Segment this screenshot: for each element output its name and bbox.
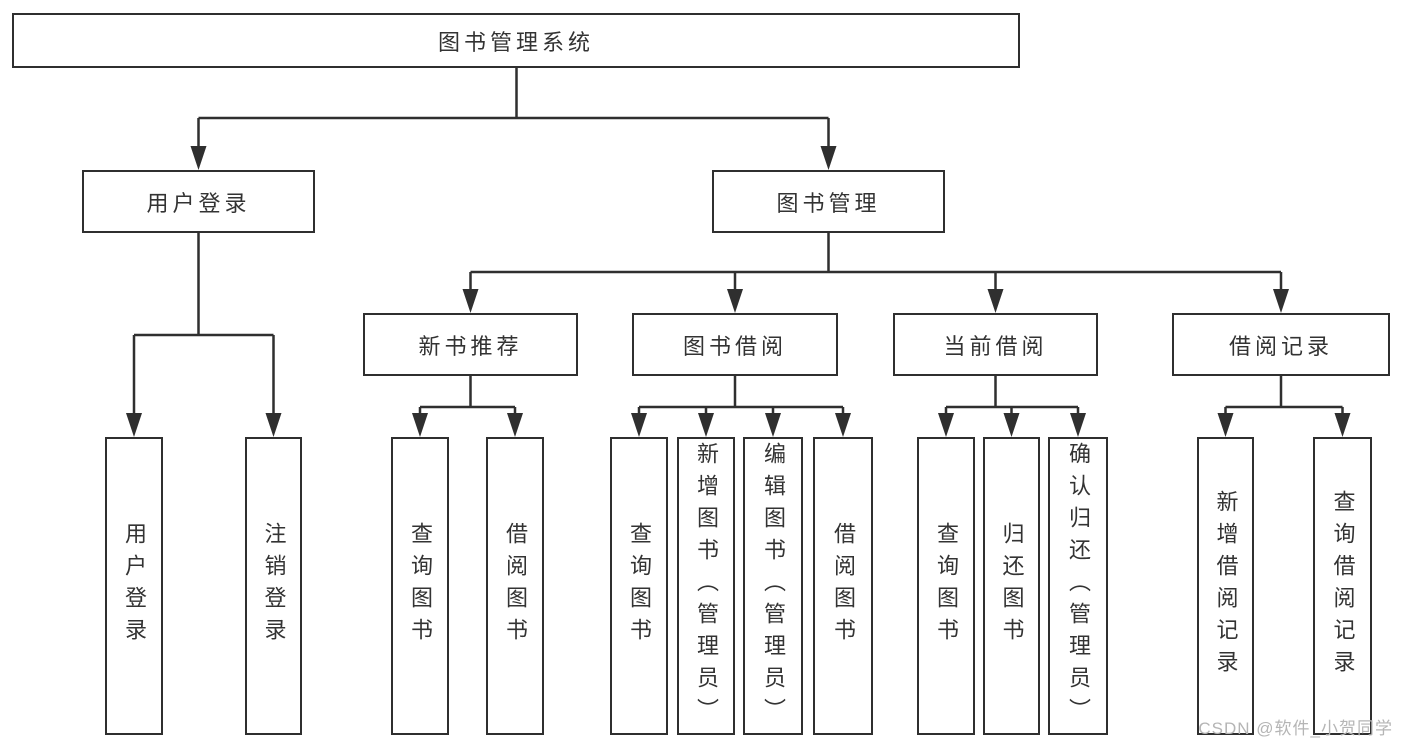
node-leaf-query-books-3: 查询图书: [917, 437, 975, 735]
node-new-book-recommend: 新书推荐: [363, 313, 578, 376]
node-book-management: 图书管理: [712, 170, 945, 233]
node-label: 借阅图书: [831, 522, 856, 650]
node-label: 借阅记录: [1228, 333, 1333, 359]
node-leaf-borrow-books-1: 借阅图书: [486, 437, 544, 735]
node-leaf-query-books-1: 查询图书: [391, 437, 449, 735]
node-book-management-system: 图书管理系统: [12, 13, 1020, 68]
node-label: 图书借阅: [682, 333, 787, 359]
node-label: 查询图书: [934, 522, 959, 650]
node-label: 图书管理系统: [437, 29, 594, 55]
node-current-borrowing: 当前借阅: [893, 313, 1098, 376]
node-label: 注销登录: [261, 522, 287, 650]
watermark: CSDN @软件_小贺同学: [1198, 719, 1393, 738]
node-book-borrowing: 图书借阅: [632, 313, 838, 376]
node-user-login: 用户登录: [82, 170, 315, 233]
arrowhead-icons: [126, 146, 1351, 437]
node-leaf-user-login: 用户登录: [105, 437, 163, 735]
node-leaf-query-borrow-record: 查询借阅记录: [1313, 437, 1372, 735]
node-label: 查询图书: [408, 522, 433, 650]
node-label: 新增图书（管理员）: [694, 442, 719, 730]
node-label: 查询图书: [627, 522, 652, 650]
node-leaf-add-borrow-record: 新增借阅记录: [1197, 437, 1254, 735]
node-leaf-logout: 注销登录: [245, 437, 302, 735]
node-leaf-query-books-2: 查询图书: [610, 437, 668, 735]
node-label: 图书管理: [776, 190, 881, 216]
node-label: 确认归还（管理员）: [1066, 442, 1091, 730]
node-label: 新增借阅记录: [1213, 490, 1239, 682]
node-label: 查询借阅记录: [1330, 490, 1356, 682]
node-label: 当前借阅: [943, 333, 1048, 359]
node-label: 归还图书: [999, 522, 1025, 650]
node-leaf-add-books-admin: 新增图书（管理员）: [677, 437, 735, 735]
node-label: 借阅图书: [503, 522, 528, 650]
node-label: 编辑图书（管理员）: [761, 442, 786, 730]
node-borrowing-records: 借阅记录: [1172, 313, 1390, 376]
node-leaf-confirm-return-admin: 确认归还（管理员）: [1048, 437, 1108, 735]
node-leaf-edit-books-admin: 编辑图书（管理员）: [743, 437, 803, 735]
node-label: 用户登录: [122, 522, 147, 650]
node-leaf-borrow-books-2: 借阅图书: [813, 437, 873, 735]
node-label: 用户登录: [146, 190, 251, 216]
node-label: 新书推荐: [418, 333, 523, 359]
node-leaf-return-books: 归还图书: [983, 437, 1040, 735]
